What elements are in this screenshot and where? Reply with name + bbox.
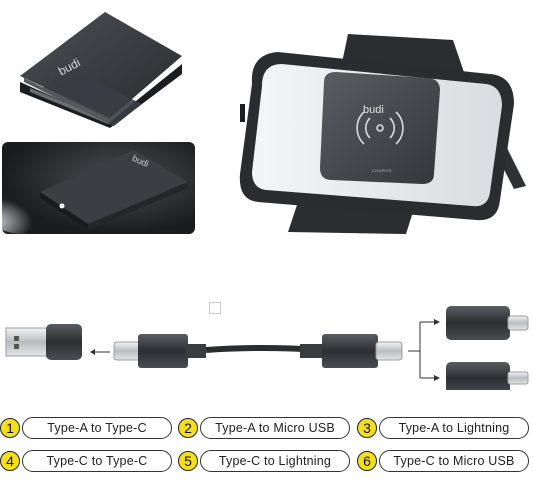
flashlight-illustration — [0, 150, 188, 234]
option-number: 5 — [178, 451, 198, 471]
card-case-illustration — [20, 12, 182, 128]
card-case-photo: budi — [10, 4, 185, 128]
usb-a-adapter — [5, 324, 82, 360]
lightning-adapter — [446, 306, 529, 340]
option-3: 3 Type-A to Lightning — [357, 416, 529, 440]
option-label: Type-C to Type-C — [22, 450, 172, 472]
option-5: 5 Type-C to Lightning — [178, 449, 350, 473]
option-number: 6 — [357, 451, 377, 471]
brand-sub-label: CHARGE — [372, 168, 393, 173]
option-number: 3 — [357, 418, 377, 438]
brand-logo-charger: budi — [363, 104, 384, 116]
option-number: 4 — [0, 451, 20, 471]
option-label: Type-A to Lightning — [379, 417, 529, 439]
micro-usb-adapter — [446, 362, 529, 394]
option-label: Type-C to Micro USB — [379, 450, 529, 472]
option-1: 1 Type-A to Type-C — [0, 416, 172, 440]
phone-stand-photo: budi CHARGE — [228, 24, 528, 234]
option-number: 2 — [178, 418, 198, 438]
option-2: 2 Type-A to Micro USB — [178, 416, 350, 440]
option-label: Type-A to Type-C — [22, 417, 172, 439]
option-6: 6 Type-C to Micro USB — [357, 449, 529, 473]
cable-diagram — [0, 290, 533, 394]
wireless-charging-icon — [356, 111, 404, 145]
small-tag-icon — [209, 302, 221, 314]
option-label: Type-C to Lightning — [200, 450, 350, 472]
option-label: Type-A to Micro USB — [200, 417, 350, 439]
flashlight-photo: budi — [0, 142, 195, 234]
option-4: 4 Type-C to Type-C — [0, 449, 172, 473]
type-c-cable — [113, 334, 403, 368]
cable-diagram-svg — [5, 306, 529, 394]
option-number: 1 — [0, 418, 20, 438]
phone-stand-illustration — [239, 34, 526, 234]
